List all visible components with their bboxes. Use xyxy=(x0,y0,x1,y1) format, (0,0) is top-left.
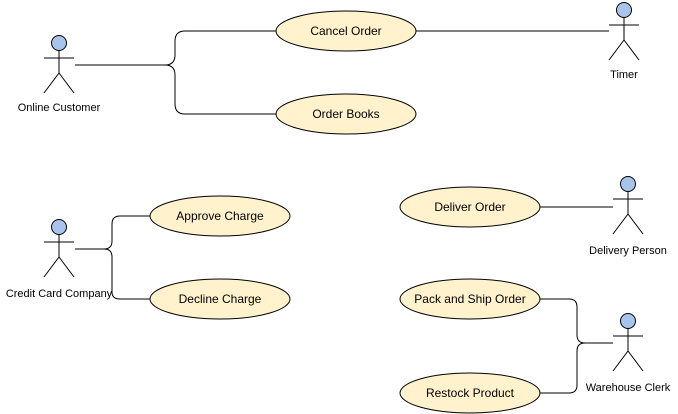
usecase-order-books[interactable]: Order Books xyxy=(275,93,417,135)
actor-label: Timer xyxy=(610,69,638,81)
actor-timer[interactable]: Timer xyxy=(608,2,640,82)
actor-online-customer[interactable]: Online Customer xyxy=(18,35,101,115)
association-restock-warehouse-clerk xyxy=(540,342,586,394)
usecase-cancel-order[interactable]: Cancel Order xyxy=(275,10,417,52)
actor-credit-card-company[interactable]: Credit Card Company xyxy=(6,219,113,301)
stick-figure-icon xyxy=(612,313,644,372)
usecase-deliver-order[interactable]: Deliver Order xyxy=(399,186,541,228)
stick-figure-icon xyxy=(608,2,640,61)
usecase-label: Order Books xyxy=(312,107,379,121)
usecase-label: Pack and Ship Order xyxy=(414,292,525,306)
usecase-label: Restock Product xyxy=(426,386,515,400)
association-online-customer-order-books xyxy=(164,64,276,115)
usecase-label: Cancel Order xyxy=(310,24,381,38)
actor-label: Delivery Person xyxy=(589,245,667,257)
actor-label: Credit Card Company xyxy=(6,288,113,300)
association-online-customer-cancel-order xyxy=(75,30,276,66)
usecase-pack-and-ship-order[interactable]: Pack and Ship Order xyxy=(399,278,541,320)
association-credit-card-approve-charge xyxy=(75,215,150,250)
usecase-decline-charge[interactable]: Decline Charge xyxy=(149,278,291,320)
usecase-approve-charge[interactable]: Approve Charge xyxy=(149,195,291,237)
usecase-label: Approve Charge xyxy=(176,209,264,223)
stick-figure-icon xyxy=(43,35,75,94)
actor-label: Online Customer xyxy=(18,102,101,114)
usecase-label: Deliver Order xyxy=(434,200,505,214)
actor-delivery-person[interactable]: Delivery Person xyxy=(589,176,667,258)
association-pack-ship-warehouse-clerk xyxy=(540,298,613,344)
actor-label: Warehouse Clerk xyxy=(586,382,671,394)
actor-warehouse-clerk[interactable]: Warehouse Clerk xyxy=(586,313,671,395)
association-credit-card-decline-charge xyxy=(103,248,150,300)
stick-figure-icon xyxy=(43,219,75,278)
usecase-restock-product[interactable]: Restock Product xyxy=(399,372,541,414)
usecase-label: Decline Charge xyxy=(179,292,262,306)
stick-figure-icon xyxy=(612,176,644,235)
associations xyxy=(75,30,613,394)
